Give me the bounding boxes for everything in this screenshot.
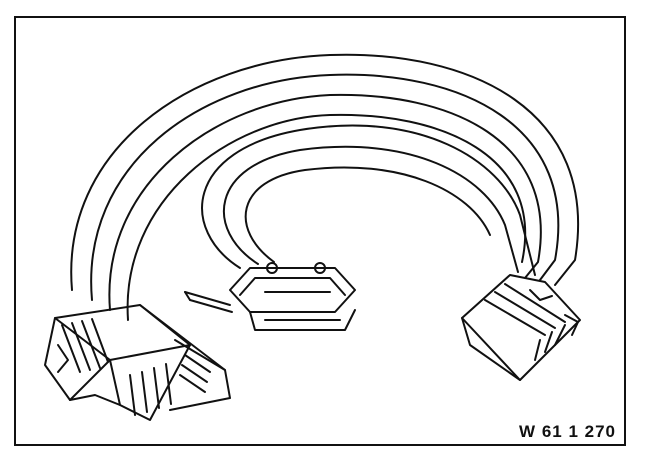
- inner-cable: [201, 124, 536, 276]
- outer-cable: [70, 53, 580, 321]
- right-connector-icon: [461, 274, 581, 381]
- figure-code: W 61 1 270: [519, 422, 616, 441]
- left-connector-icon: [44, 304, 231, 421]
- middle-connector-icon: [184, 262, 356, 331]
